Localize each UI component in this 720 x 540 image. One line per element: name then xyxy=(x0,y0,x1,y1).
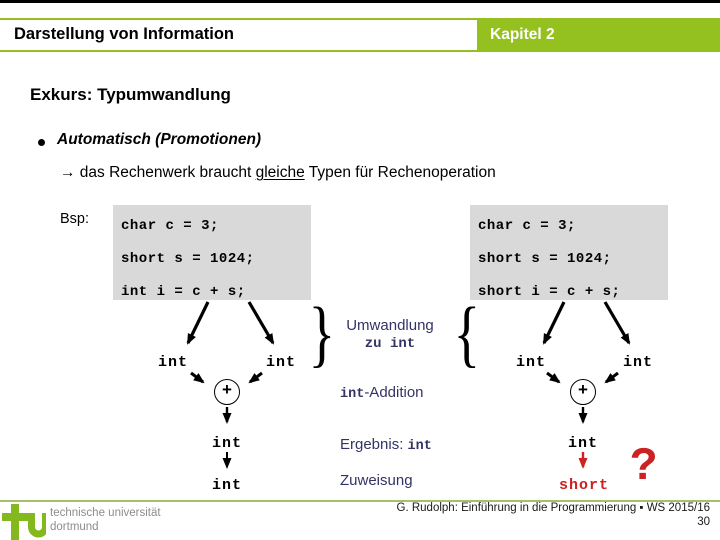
right-operand2-type: int xyxy=(622,354,653,371)
left-operand1-type: int xyxy=(157,354,188,371)
result-label: Ergebnis: xyxy=(340,436,408,453)
right-plus-operator-icon: + xyxy=(570,379,596,405)
left-operand2-type: int xyxy=(265,354,296,371)
closing-brace: } xyxy=(308,293,336,375)
right-assigned-type: short xyxy=(558,477,609,494)
note-underlined: gleiche xyxy=(255,164,305,181)
conversion-annotation: Umwandlung zu int xyxy=(332,317,448,352)
code-block-left: char c = 3; short s = 1024; int i = c + … xyxy=(113,205,311,300)
left-plus-operator-icon: + xyxy=(214,379,240,405)
note-suffix: Typen für Rechenoperation xyxy=(304,164,496,181)
page-number: 30 xyxy=(697,516,710,528)
conversion-type: int xyxy=(390,336,416,352)
code-line: char c = 3; xyxy=(121,218,219,234)
chapter-badge: Kapitel 2 xyxy=(477,18,720,52)
opening-brace: { xyxy=(453,293,481,375)
left-assigned-type: int xyxy=(211,477,242,494)
code-line: short s = 1024; xyxy=(121,251,255,267)
left-result-type: int xyxy=(211,435,242,452)
question-mark: ? xyxy=(630,441,658,493)
assignment-annotation: Zuweisung xyxy=(340,472,413,489)
code-line: short i = c + s; xyxy=(478,284,621,300)
code-block-right: char c = 3; short s = 1024; short i = c … xyxy=(470,205,668,300)
result-annotation: Ergebnis: int xyxy=(340,436,432,454)
example-label: Bsp: xyxy=(60,211,90,227)
top-rule xyxy=(0,0,720,3)
bullet-text: Automatisch (Promotionen) xyxy=(57,131,262,148)
code-line: short s = 1024; xyxy=(478,251,612,267)
addition-annotation: int-Addition xyxy=(340,384,424,402)
section-heading: Exkurs: Typumwandlung xyxy=(30,85,231,104)
footer-credit: G. Rudolph: Einführung in die Programmie… xyxy=(396,502,710,514)
addition-label: -Addition xyxy=(364,384,424,401)
page-title: Darstellung von Information xyxy=(14,25,235,43)
note-prefix: → das Rechenwerk braucht xyxy=(60,164,256,181)
conversion-word: zu xyxy=(364,336,382,352)
right-result-type: int xyxy=(567,435,598,452)
university-line1: technische universität xyxy=(50,507,161,519)
right-operand1-type: int xyxy=(515,354,546,371)
code-line: int i = c + s; xyxy=(121,284,246,300)
conversion-line1: Umwandlung xyxy=(346,317,434,334)
university-name: technische universität dortmund xyxy=(50,506,161,534)
result-type: int xyxy=(407,439,432,454)
code-line: char c = 3; xyxy=(478,218,576,234)
addition-type: int xyxy=(340,387,365,402)
bullet-icon xyxy=(38,139,45,146)
university-line2: dortmund xyxy=(50,521,99,533)
tu-dortmund-logo-icon xyxy=(2,504,46,540)
header-title-box: Darstellung von Information xyxy=(0,18,478,52)
footer-rule xyxy=(0,500,720,502)
note-line: → das Rechenwerk braucht gleiche Typen f… xyxy=(60,164,496,182)
